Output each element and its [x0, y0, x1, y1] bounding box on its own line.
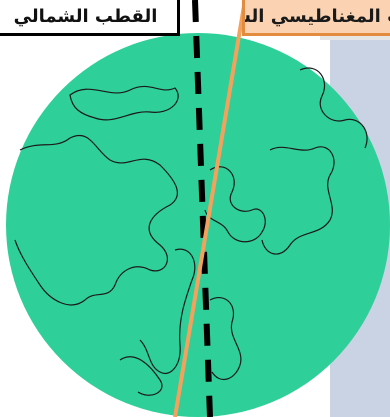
magnetic-pole-text: القطب المغناطيسي الشمالي [242, 6, 390, 27]
geographic-pole-label: القطب الشمالي [0, 0, 180, 36]
magnetic-pole-label: القطب المغناطيسي الشمالي [242, 0, 390, 36]
geographic-pole-text: القطب الشمالي [14, 6, 158, 27]
